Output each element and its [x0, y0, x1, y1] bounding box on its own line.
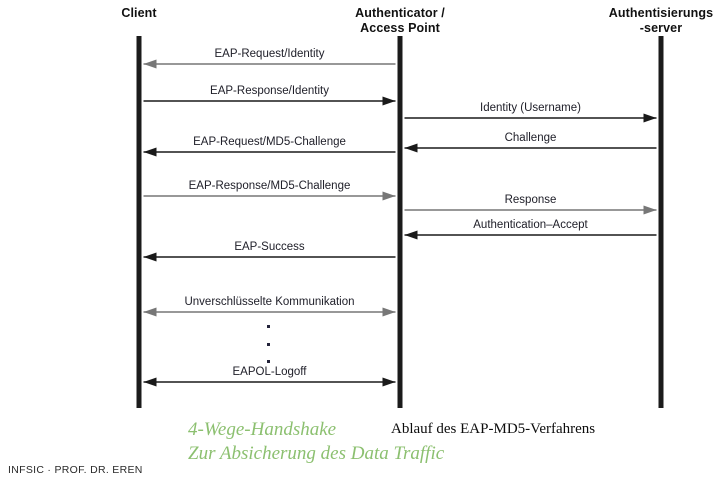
message-arrow-m3	[404, 113, 657, 123]
message-label-m10: Unverschlüsselte Kommunikation	[184, 296, 355, 308]
message-label-m1: EAP-Request/Identity	[214, 48, 325, 60]
ellipsis-dot-1	[267, 325, 270, 328]
message-label-m11: EAPOL-Logoff	[232, 366, 307, 378]
message-arrow-m10	[143, 307, 396, 317]
message-label-m7: Response	[504, 194, 557, 206]
message-arrow-m5	[143, 147, 396, 157]
message-label-m9: EAP-Success	[234, 241, 305, 253]
message-label-m8: Authentication–Accept	[473, 219, 588, 231]
message-label-m3: Identity (Username)	[480, 102, 581, 114]
actor-label-authentication-server: Authentisierungs -server	[608, 6, 714, 35]
arrows-layer	[143, 59, 657, 387]
actor-label-client: Client	[121, 6, 157, 20]
lifeline-authenticator	[397, 36, 403, 408]
lifeline-client	[136, 36, 142, 408]
footer-credit: INFSIC · PROF. DR. EREN	[8, 464, 143, 476]
message-label-m6: EAP-Response/MD5-Challenge	[188, 180, 351, 192]
caption-green-line-1: 4-Wege-Handshake	[188, 419, 337, 440]
caption-green-line-2: Zur Absicherung des Data Traffic	[188, 443, 445, 464]
lifeline-auth_server	[658, 36, 664, 408]
ellipsis-dot-3	[267, 360, 270, 363]
caption-diagram-title: Ablauf des EAP-MD5-Verfahrens	[391, 421, 596, 437]
lifelines-layer	[136, 36, 664, 408]
message-arrow-m2	[143, 96, 396, 106]
message-label-m2: EAP-Response/Identity	[210, 85, 329, 97]
message-label-m4: Challenge	[504, 132, 557, 144]
message-arrow-m6	[143, 191, 396, 201]
message-arrow-m4	[404, 143, 657, 153]
ellipsis-dot-2	[267, 343, 270, 346]
message-arrow-m11	[143, 377, 396, 387]
message-arrow-m9	[143, 252, 396, 262]
message-arrow-m7	[404, 205, 657, 215]
message-arrow-m1	[143, 59, 396, 69]
message-label-m5: EAP-Request/MD5-Challenge	[193, 136, 346, 148]
actor-label-authenticator: Authenticator / Access Point	[355, 6, 445, 35]
message-arrow-m8	[404, 230, 657, 240]
